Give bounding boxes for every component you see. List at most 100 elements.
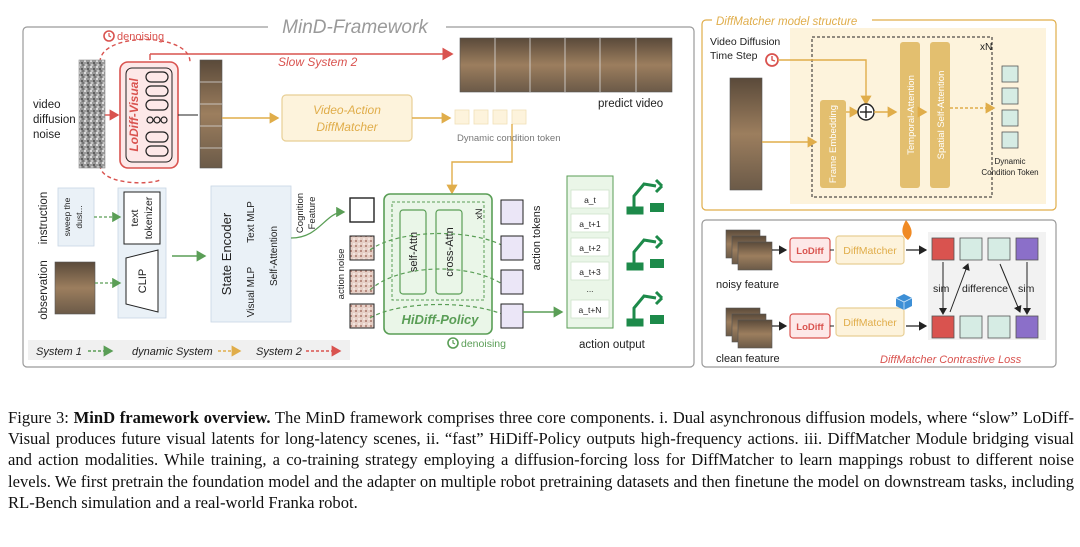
- state-encoder-block: State Encoder Text MLP Visual MLP Self-A…: [210, 185, 292, 323]
- action-output-label: action output: [579, 339, 646, 351]
- predict-video-label: predict video: [598, 98, 663, 110]
- video-action-label-2: DiffMatcher: [316, 120, 378, 134]
- structure-dynamic-tokens: [1001, 65, 1019, 149]
- clip-block: CLIP: [125, 249, 159, 313]
- observation-image: [54, 261, 96, 315]
- noise-stack: [78, 59, 106, 169]
- fire-icon: [902, 220, 912, 240]
- action-item-3: a_t+3: [579, 267, 601, 277]
- predict-video-strip: [459, 37, 673, 93]
- lodiff-box-clean: LoDiff: [789, 313, 831, 339]
- cognition-token: [349, 197, 375, 223]
- structure-dynamic-2: Condition Token: [981, 168, 1038, 177]
- instruction-text-2: dust...: [74, 205, 84, 228]
- caption-bold: MinD framework overview.: [73, 408, 271, 427]
- hidiff-xn-label: xN: [474, 209, 484, 220]
- frame-embedding-block: Frame Embedding: [820, 100, 846, 188]
- robot-arm-icon: [626, 290, 664, 327]
- diffmatcher-structure-panel: DiffMatcher model structure xN Video Dif…: [701, 12, 1057, 211]
- denoising-top-label: denoising: [117, 31, 164, 43]
- cross-attn-label: cross-Attn: [444, 227, 456, 277]
- denoising-bottom-icon: [447, 337, 459, 349]
- frozen-cube-icon: [895, 294, 913, 310]
- frame-embedding-label: Frame Embedding: [828, 105, 839, 183]
- structure-video-strip: [729, 77, 763, 191]
- sim-left-label: sim: [933, 283, 950, 295]
- legend-dynamic: dynamic System: [132, 346, 213, 358]
- clean-feature-label: clean feature: [716, 353, 780, 365]
- cognition-feature-1: Cognition: [295, 193, 306, 233]
- spatial-attention-block: Spatial Self-Attention: [930, 42, 950, 188]
- dynamic-condition-tokens: [454, 109, 527, 125]
- clean-token-row: [931, 315, 1039, 339]
- visual-mlp-label: Visual MLP: [246, 266, 257, 317]
- self-attention-label: Self-Attention: [269, 226, 280, 286]
- clip-label: CLIP: [137, 269, 149, 293]
- framework-figure: MinD-Framework denoising video diffusion…: [22, 12, 1057, 368]
- action-item-2: a_t+2: [579, 243, 601, 253]
- caption-prefix: Figure 3:: [8, 408, 74, 427]
- structure-title: DiffMatcher model structure: [716, 16, 857, 28]
- add-operator-icon: [857, 103, 875, 121]
- noisy-token-row: [931, 237, 1039, 261]
- text-mlp-label: Text MLP: [246, 201, 257, 243]
- figure-caption: Figure 3: MinD framework overview. The M…: [8, 407, 1074, 513]
- instruction-text-1: sweep the: [62, 197, 72, 236]
- observation-label: observation: [38, 260, 50, 319]
- diffmatcher-noisy-label: DiffMatcher: [843, 245, 897, 257]
- time-step-1: Video Diffusion: [710, 36, 780, 48]
- time-step-2: Time Step: [710, 50, 758, 62]
- video-action-label-1: Video-Action: [313, 103, 381, 117]
- lodiff-box-noisy: LoDiff: [789, 237, 831, 263]
- instruction-label: instruction: [38, 192, 50, 244]
- clean-feature-stack: [725, 307, 773, 349]
- noisy-feature-label: noisy feature: [716, 279, 779, 291]
- action-item-1: a_t+1: [579, 219, 601, 229]
- video-noise-label-1: video: [33, 99, 61, 111]
- hidiff-policy-label: HiDiff-Policy: [401, 312, 479, 327]
- diffmatcher-box-clean: DiffMatcher: [835, 307, 905, 337]
- hidiff-policy-block: self-Attn cross-Attn xN HiDiff-Policy: [383, 193, 493, 335]
- video-noise-label-2: diffusion: [33, 114, 76, 126]
- contrastive-loss-panel: noisy feature LoDiff DiffMatcher: [701, 219, 1057, 368]
- robot-arm-icon: [626, 234, 664, 271]
- video-action-diffmatcher-block: Video-Action DiffMatcher: [281, 94, 413, 142]
- action-item-4: ...: [586, 284, 593, 294]
- text-tokenizer-1: text: [129, 209, 141, 226]
- lodiff-visual-label: LoDiff-Visual: [127, 78, 141, 152]
- state-encoder-label: State Encoder: [219, 212, 234, 295]
- noisy-feature-stack: [725, 229, 773, 271]
- legend: System 1 dynamic System System 2: [28, 340, 350, 360]
- cognition-feature-2: Feature: [307, 197, 318, 230]
- text-tokenizer-2: tokenizer: [143, 196, 155, 239]
- lodiff-visual-block: LoDiff-Visual: [119, 61, 179, 169]
- legend-system2: System 2: [256, 346, 302, 358]
- slow-system-label: Slow System 2: [278, 55, 358, 69]
- action-noise-label: action noise: [336, 249, 347, 300]
- video-frames-strip: [199, 59, 223, 169]
- structure-dynamic-1: Dynamic: [994, 157, 1025, 166]
- spatial-attention-label: Spatial Self-Attention: [936, 71, 947, 160]
- diffmatcher-clean-label: DiffMatcher: [843, 317, 897, 329]
- diffmatcher-box-noisy: DiffMatcher: [835, 235, 905, 265]
- denoising-bottom-label: denoising: [461, 338, 506, 350]
- dynamic-condition-token-label: Dynamic condition token: [457, 133, 561, 144]
- temporal-attention-label: Temporal-Attention: [906, 75, 917, 155]
- lodiff-clean-label: LoDiff: [796, 322, 824, 333]
- robot-arm-icon: [626, 178, 664, 215]
- video-noise-label-3: noise: [33, 129, 61, 141]
- main-framework-panel: MinD-Framework denoising video diffusion…: [22, 14, 695, 368]
- caption-text: The MinD framework comprises three core …: [8, 408, 1074, 512]
- action-item-0: a_t: [584, 195, 596, 205]
- legend-system1: System 1: [36, 346, 82, 358]
- text-tokenizer-block: text tokenizer: [123, 191, 161, 245]
- action-list: a_t a_t+1 a_t+2 a_t+3 ... a_t+N: [566, 175, 614, 329]
- denoising-top-icon: [103, 30, 115, 42]
- action-item-5: a_t+N: [579, 305, 602, 315]
- self-attn-label: self-Attn: [408, 232, 420, 272]
- sim-right-label: sim: [1018, 283, 1035, 295]
- temporal-attention-block: Temporal-Attention: [900, 42, 920, 188]
- structure-xn-label: xN: [980, 42, 992, 53]
- lodiff-noisy-label: LoDiff: [796, 246, 824, 257]
- difference-label: difference: [962, 283, 1008, 295]
